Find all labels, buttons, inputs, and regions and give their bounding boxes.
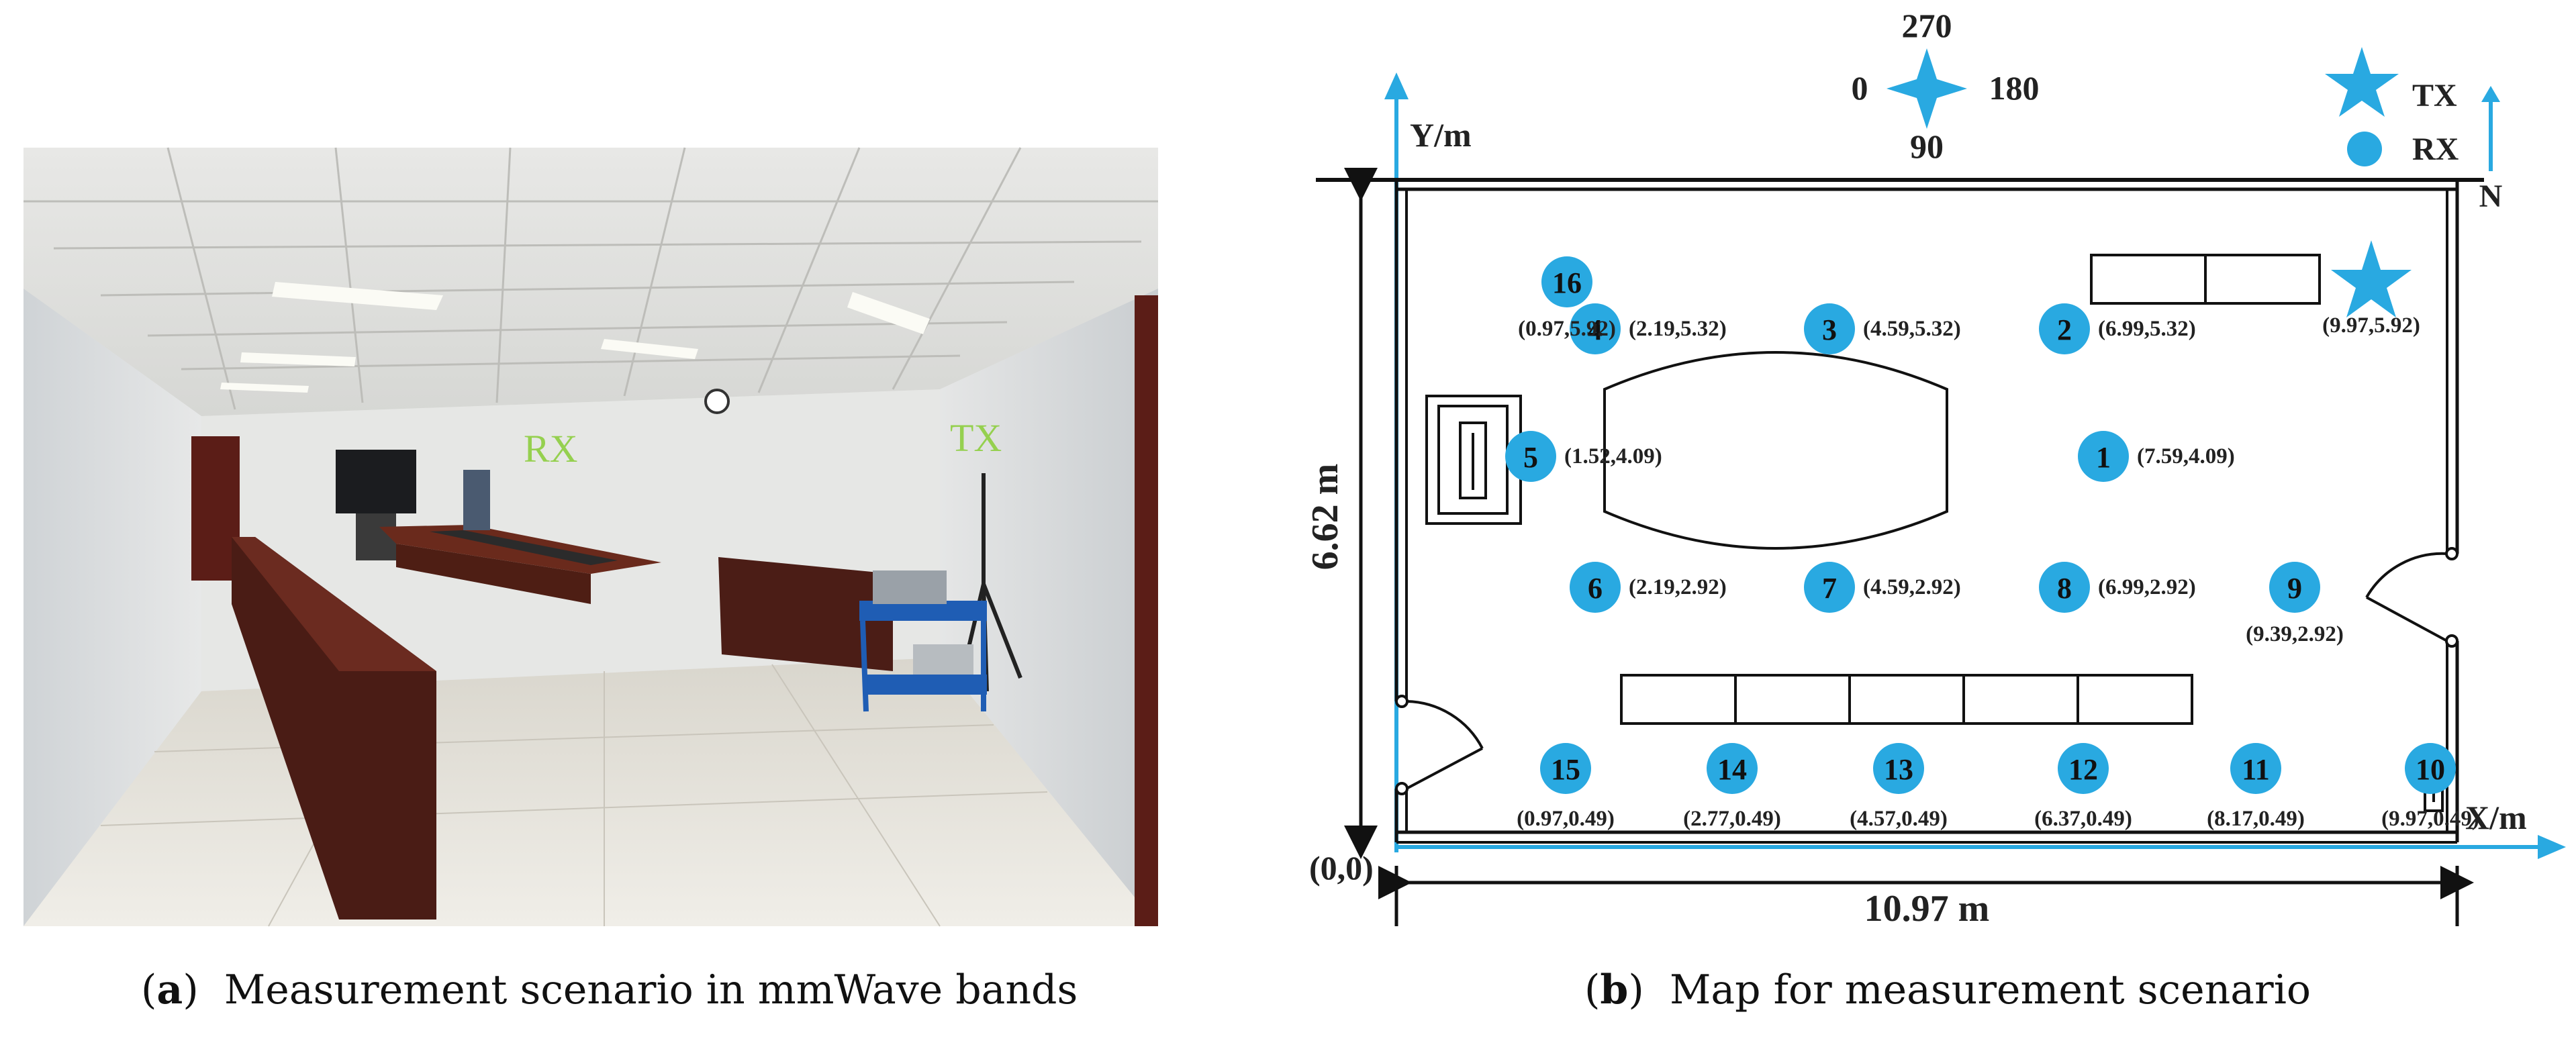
rx-point-marker-2 [2039, 303, 2090, 354]
photo-frame [23, 147, 1158, 927]
floor-map: 270 0 180 90 TX RX N Y/m X/m (0,0) [1304, 7, 2566, 930]
rx-point-coord-1: (7.59,4.09) [2137, 444, 2235, 468]
rx-point-marker-12 [2058, 743, 2109, 794]
rx-point-marker-6 [1570, 562, 1621, 613]
rx-point-coord-16: (0.97,5.92) [1518, 317, 1616, 341]
compass-west-deg: 0 [1852, 69, 1868, 107]
rx-point-marker-3 [1804, 303, 1855, 354]
rx-point-id-4: 4 [1588, 313, 1603, 346]
rx-point-coord-11: (8.17,0.49) [2207, 807, 2305, 831]
doors [1395, 547, 2459, 795]
rx-point-coord-3: (4.59,5.32) [1863, 317, 1961, 341]
caption-a-letter: a [156, 966, 183, 1013]
tx-marker: (9.97,5.92) [2322, 240, 2420, 338]
compass: 270 0 180 90 [1852, 7, 2040, 165]
wall-clock [704, 389, 730, 414]
north-arrow-icon [2481, 86, 2500, 102]
compass-east-deg: 180 [1989, 69, 2040, 107]
ceiling-grid [23, 147, 1158, 410]
rx-point-marker-8 [2039, 562, 2090, 613]
rx-point-id-3: 3 [1822, 313, 1837, 346]
x-axis-arrow-icon [2538, 835, 2566, 859]
rx-point-id-6: 6 [1588, 572, 1603, 605]
rx-point-coord-4: (2.19,5.32) [1629, 317, 1727, 341]
compass-north-deg: 270 [1902, 7, 1952, 44]
width-dimension-label: 10.97 m [1864, 888, 1990, 930]
rx-point-coord-14: (2.77,0.49) [1683, 807, 1781, 831]
caption-a-text: Measurement scenario in mmWave bands [224, 966, 1078, 1013]
origin-label: (0,0) [1309, 849, 1374, 887]
caption-b-letter: b [1600, 966, 1629, 1013]
compass-south-deg: 90 [1910, 128, 1944, 165]
height-dimension-label: 6.62 m [1304, 464, 1346, 570]
bottom-cabinet [1620, 674, 2193, 725]
ceiling-lights [220, 282, 930, 393]
rx-equipment [463, 470, 490, 530]
legend-rx-label: RX [2412, 132, 2459, 167]
equipment-cart [859, 570, 987, 712]
legend-rx-marker-icon [2347, 132, 2382, 166]
meeting-table [379, 525, 661, 604]
rx-point-id-13: 13 [1884, 753, 1913, 786]
tx-star-icon [2331, 240, 2412, 317]
photo-tx-label: TX [950, 416, 1002, 460]
rx-point-id-16: 16 [1552, 266, 1582, 299]
rx-point-id-8: 8 [2057, 572, 2072, 605]
rx-points: 1 (7.59,4.09) 2 (6.99,5.32) 3 (4.59,5.32) 4 (2.… [1505, 256, 2479, 831]
caption-a: (a) Measurement scenario in mmWave bands [141, 966, 1078, 1013]
rx-point-coord-9: (9.39,2.92) [2246, 622, 2344, 646]
x-axis-label: X/m [2465, 799, 2527, 836]
rx-point-id-12: 12 [2068, 753, 2098, 786]
rx-point-coord-2: (6.99,5.32) [2098, 317, 2196, 341]
rx-point-marker-13 [1873, 743, 1924, 794]
rx-point-marker-15 [1540, 743, 1591, 794]
rx-point-id-1: 1 [2096, 441, 2111, 474]
rx-point-coord-12: (6.37,0.49) [2034, 807, 2132, 831]
right-cabinet [718, 557, 893, 671]
rx-point-id-5: 5 [1523, 441, 1538, 474]
rx-point-coord-15: (0.97,0.49) [1517, 807, 1615, 831]
rx-point-coord-13: (4.57,0.49) [1850, 807, 1948, 831]
tv-screen [336, 450, 416, 513]
measurement-photo: RX TX [23, 147, 1158, 927]
rx-point-marker-5 [1505, 431, 1556, 482]
rx-point-id-10: 10 [2416, 753, 2445, 786]
room-walls [1316, 178, 2484, 844]
rx-point-coord-10: (9.97,0.49) [2381, 807, 2479, 831]
y-axis-label: Y/m [1410, 116, 1472, 154]
rx-point-id-2: 2 [2057, 313, 2072, 346]
y-axis-arrow-icon [1384, 72, 1409, 99]
rx-point-marker-7 [1804, 562, 1855, 613]
rx-point-coord-8: (6.99,2.92) [2098, 575, 2196, 599]
rx-point-marker-10 [2405, 743, 2456, 794]
rx-point-marker-4 [1570, 303, 1621, 354]
rx-point-id-7: 7 [1822, 572, 1837, 605]
dimension-lines [1344, 168, 2474, 926]
rx-point-coord-7: (4.59,2.92) [1863, 575, 1961, 599]
rx-point-marker-14 [1707, 743, 1758, 794]
legend: TX RX N [2325, 47, 2503, 214]
tx-coordinate: (9.97,5.92) [2322, 313, 2420, 338]
rx-point-marker-16 [1541, 256, 1592, 307]
caption-b-text: Map for measurement scenario [1669, 966, 2311, 1013]
rx-point-id-11: 11 [2242, 753, 2270, 786]
compass-star-icon [1887, 48, 1967, 129]
caption-b: (b) Map for measurement scenario [1584, 966, 2311, 1013]
rx-point-coord-5: (1.52,4.09) [1564, 444, 1662, 468]
legend-tx-star-icon [2325, 47, 2399, 117]
rx-point-id-15: 15 [1551, 753, 1580, 786]
furniture [1425, 254, 2444, 812]
rx-point-id-14: 14 [1717, 753, 1747, 786]
meeting-table-outline [1603, 351, 1948, 550]
photo-rx-label: RX [524, 427, 578, 470]
rx-point-marker-9 [2269, 562, 2320, 613]
rx-point-coord-6: (2.19,2.92) [1629, 575, 1727, 599]
legend-tx-label: TX [2412, 78, 2457, 113]
rx-point-marker-11 [2230, 743, 2281, 794]
rx-point-id-9: 9 [2287, 572, 2302, 605]
rx-point-marker-1 [2078, 431, 2129, 482]
long-desk [232, 537, 436, 919]
north-label: N [2479, 179, 2503, 214]
